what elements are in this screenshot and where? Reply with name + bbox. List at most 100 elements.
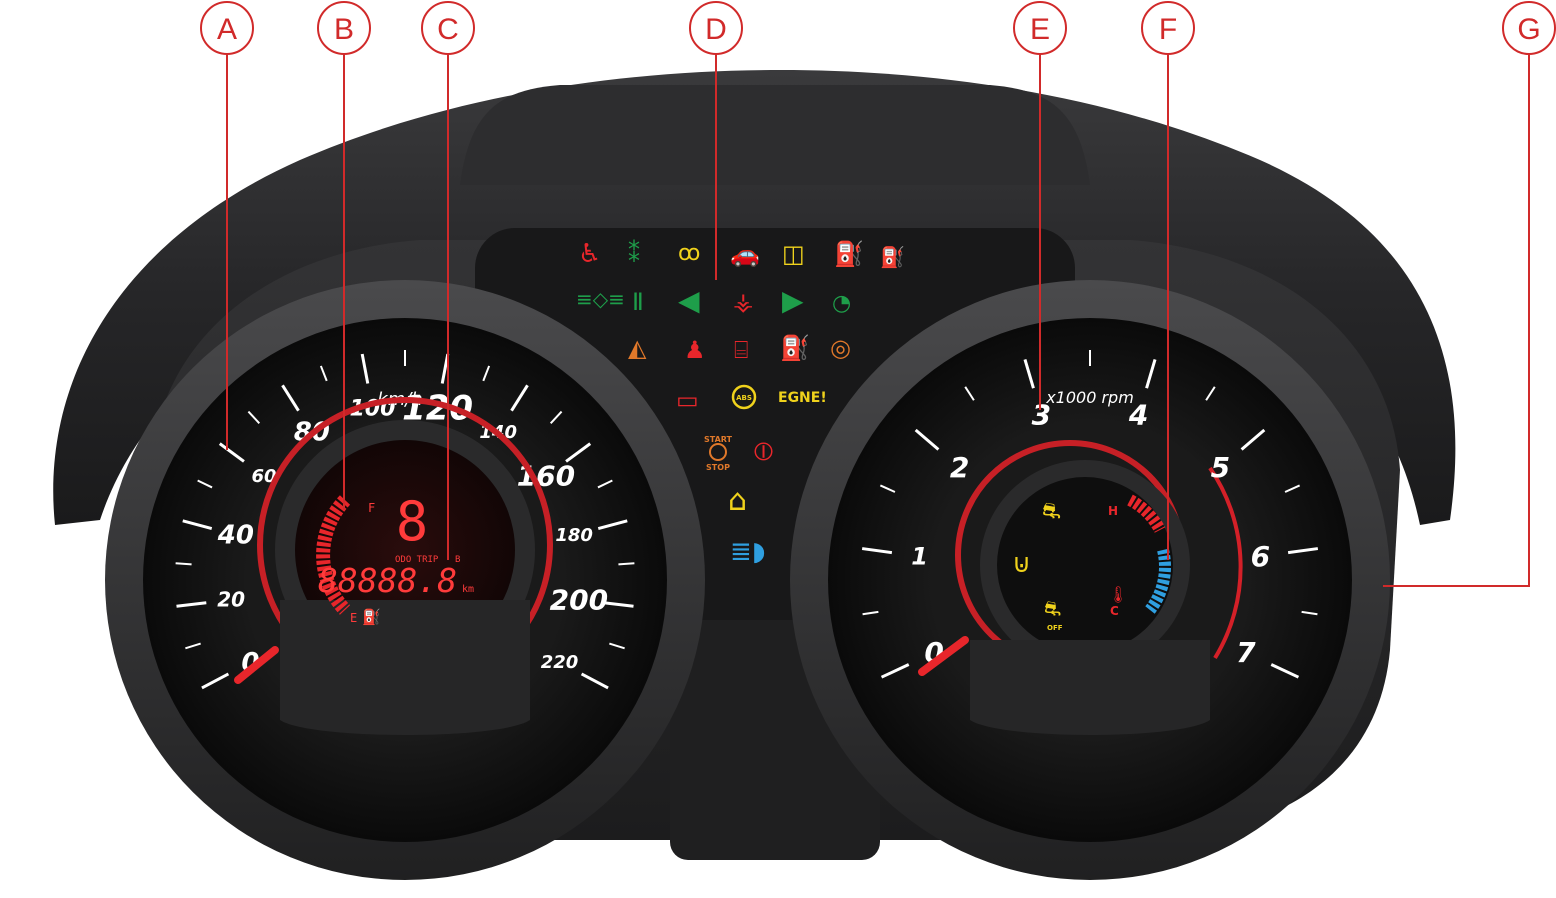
speedo-tick — [482, 365, 491, 382]
temp-cold-bar — [1145, 548, 1171, 614]
tacho-lower-cover — [970, 640, 1210, 735]
speedo-ticks — [175, 350, 635, 690]
tacho-label: 7 — [1236, 636, 1256, 669]
callout-letter: G — [1517, 13, 1540, 46]
tacho-tick — [1023, 358, 1035, 389]
speedo-tick — [565, 442, 592, 463]
fuel-full-label: F — [368, 501, 375, 515]
warning-lamps: ♿ ⁑ ꝏ 🚗 ◫ ⛽ ⛽ ≡◇≡ Ⅱ ◀ ⚶ ▶ ◔ ◭ ♟ ⌸ ⛽ ◎ ▭ … — [576, 238, 905, 567]
door-lock-icon: 🚗 — [730, 240, 760, 268]
speedo-tick — [197, 479, 213, 489]
speedo-tick — [182, 519, 213, 530]
speedo-label: 60 — [252, 466, 277, 487]
temp-cold-label: C — [1110, 604, 1119, 618]
speedo-label: 20 — [217, 588, 245, 612]
speedo-needle — [234, 646, 279, 684]
callout-letter: B — [334, 13, 354, 46]
high-beam-icon: ≣◗ — [730, 537, 765, 567]
callout-circle — [1013, 1, 1067, 55]
battery-icon: ▭ — [676, 386, 699, 414]
speedo-tick — [597, 479, 613, 489]
tacho-tick — [879, 484, 896, 493]
oil-pressure-icon: ⛽ — [780, 334, 810, 362]
check-engine-icon: ⌂ — [728, 483, 747, 518]
callout-letter: C — [437, 13, 459, 46]
front-fog-icon: ⁑ — [628, 238, 640, 268]
callout-letter: D — [705, 13, 727, 46]
tacho-tick — [880, 663, 910, 679]
tacho-tick — [1205, 386, 1216, 401]
speedo-tick — [360, 353, 370, 384]
tire-pressure-icon: ⊍ — [1012, 549, 1031, 579]
tacho-tick — [861, 547, 893, 555]
callout-letter: F — [1159, 13, 1177, 46]
seatbelt-icon: ♟ — [684, 336, 706, 364]
4wd-icon: Ⅱ — [632, 288, 644, 316]
coolant-high-icon: ⚶ — [733, 288, 753, 316]
tacho-tick — [964, 386, 975, 401]
tacho-needle — [918, 636, 969, 676]
speedo-tick — [597, 519, 628, 530]
speedo-tick — [185, 642, 201, 650]
callout-circle — [1502, 1, 1556, 55]
tacho-ticks — [861, 350, 1319, 679]
cruise-control-icon: ◔ — [832, 291, 851, 316]
tacho-unit: x1000 rpm — [1045, 388, 1134, 407]
tacho-tick — [1270, 663, 1300, 679]
door-open-icon: ⌸ — [734, 336, 748, 364]
odometer-unit: km — [462, 584, 474, 595]
abs-label: ABS — [736, 394, 752, 402]
brake-wear-icon: ◎ — [830, 334, 851, 362]
callout-leader — [1383, 54, 1530, 587]
tacho-tick — [1145, 358, 1157, 389]
hood-open-icon: ◭ — [628, 334, 647, 362]
esc-off-label: OFF — [1047, 624, 1063, 632]
tacho-label: 4 — [1128, 398, 1148, 431]
speedo-tick — [201, 672, 230, 690]
stability-control-icon: ⛐ — [1042, 499, 1061, 524]
fuel-empty-label: E — [350, 611, 357, 625]
speedo-lower-cover — [280, 600, 530, 735]
engine-warning-text: EGNE! — [778, 390, 827, 406]
start-stop-top: START — [704, 435, 733, 444]
speedo-tick — [549, 410, 563, 424]
speedo-tick — [319, 365, 328, 382]
callout-circle — [421, 1, 475, 55]
speedo-label: 200 — [550, 583, 608, 616]
callout-circle — [317, 1, 371, 55]
lcd-fuel-bar — [316, 495, 351, 615]
tacho-label: 1 — [911, 542, 928, 570]
tacho-tick — [1240, 428, 1266, 451]
trip-id: B — [455, 555, 460, 565]
callout-circle — [1141, 1, 1195, 55]
speedo-tick — [175, 562, 192, 566]
parking-brake-icon: ⦶ — [754, 437, 773, 467]
glow-plug-icon: ꝏ — [678, 241, 700, 266]
temp-hot-label: H — [1108, 504, 1118, 518]
airbag-icon: ♿ — [578, 239, 601, 269]
abs-icon — [731, 384, 757, 410]
speedo-tick — [247, 410, 261, 424]
temp-gauge-face — [997, 477, 1173, 653]
callout-letter: E — [1030, 13, 1050, 46]
fuel-pump-icon: ⛽ — [362, 608, 381, 626]
hood-top-cap — [460, 85, 1090, 185]
speedo-tick — [510, 384, 529, 412]
start-stop-icon — [709, 443, 727, 461]
odo-trip-label: ODO TRIP — [395, 555, 439, 565]
esc-off-icon: ⛐ — [1044, 596, 1061, 620]
tacho-label: 6 — [1251, 540, 1270, 573]
redline-arc — [1208, 466, 1243, 660]
speedo-tick — [609, 642, 625, 650]
speedo-tick — [603, 601, 634, 608]
speedo-label: 180 — [555, 525, 593, 546]
start-stop-bottom: STOP — [706, 463, 730, 472]
speedo-tick — [580, 672, 609, 690]
tacho-tick — [1287, 547, 1319, 555]
speedo-tick — [176, 601, 207, 608]
water-in-fuel-icon: ⛽ — [880, 245, 905, 269]
